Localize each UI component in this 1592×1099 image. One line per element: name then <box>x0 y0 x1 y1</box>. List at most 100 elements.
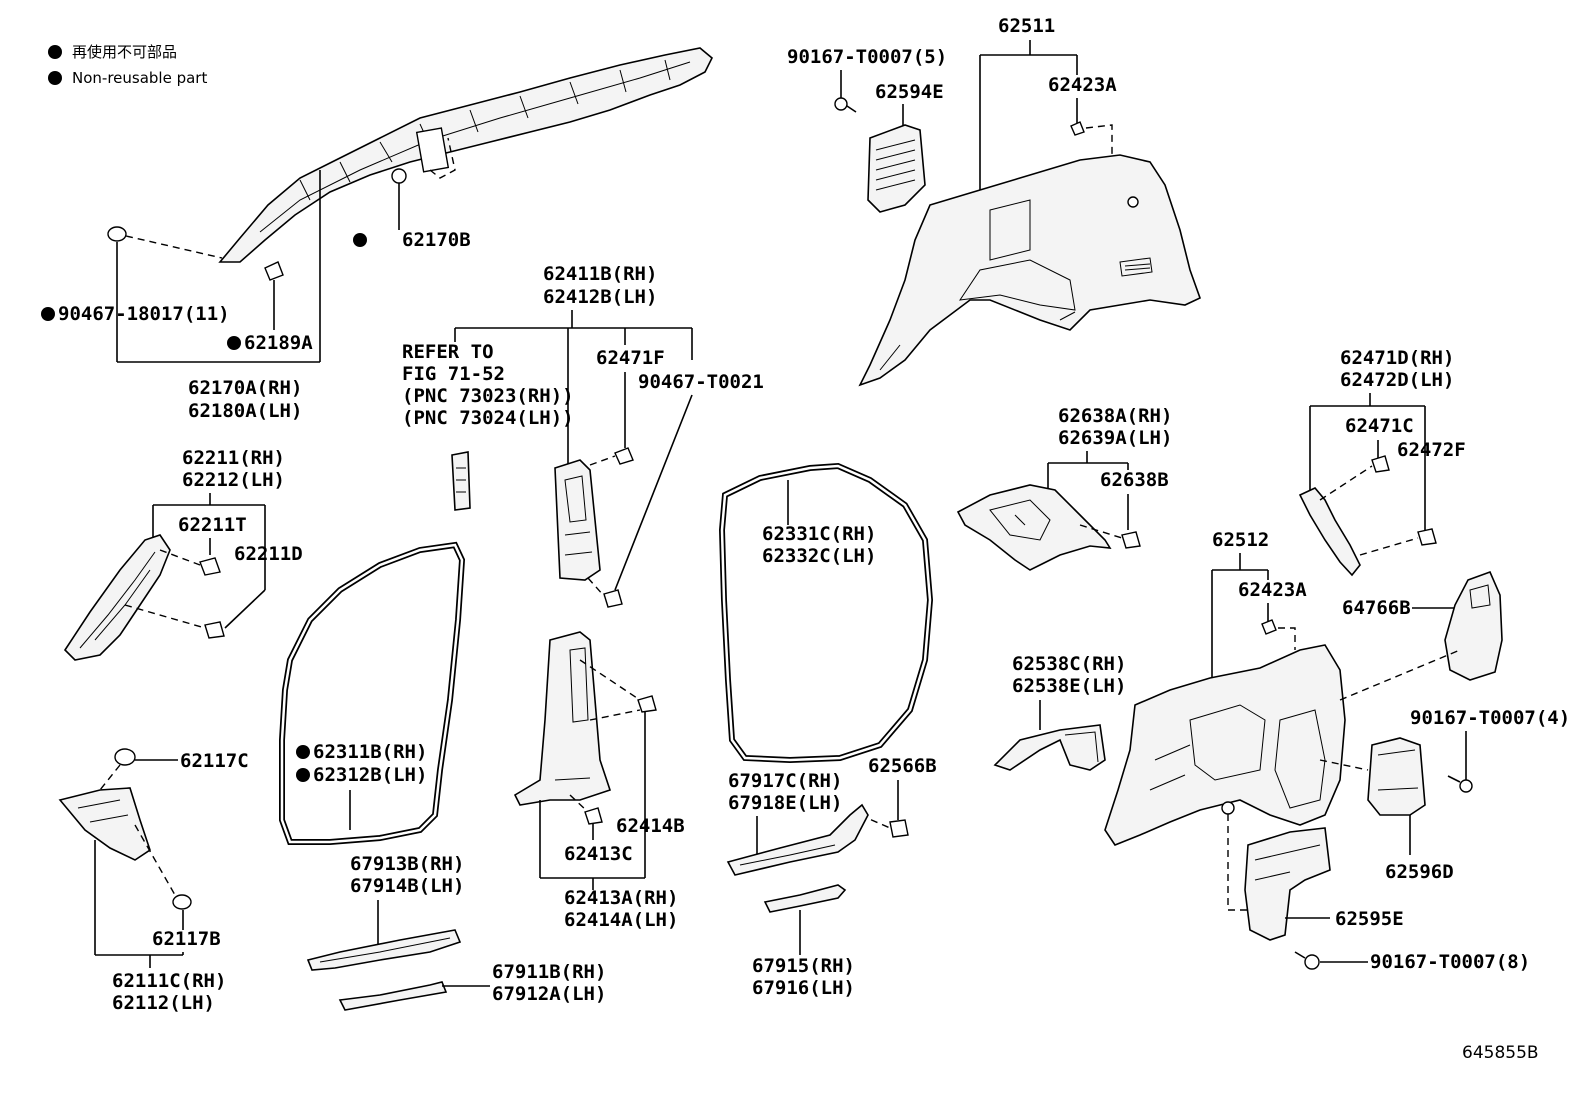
label-62311B: 62311B(RH) <box>313 741 427 763</box>
label-62512: 62512 <box>1212 529 1269 551</box>
label-67911B: 67911B(RH) <box>492 961 606 983</box>
clip-90467-18017-icon <box>107 226 127 242</box>
label-62472F: 62472F <box>1397 439 1466 461</box>
clip-90467-T0021-icon <box>603 589 623 608</box>
clip-62471F-icon <box>614 447 634 465</box>
clip-62117C-icon <box>114 748 136 766</box>
cover-64766B <box>1444 570 1503 681</box>
cover-62595E-assembly: 62595E 90167-T0007(8) <box>1244 827 1530 973</box>
label-62423A-bot: 62423A <box>1238 579 1307 601</box>
label-62189A: 62189A <box>244 332 313 354</box>
clip-62189A-icon <box>264 261 284 281</box>
label-90167-T0007-4: 90167-T0007(4) <box>1410 707 1570 729</box>
front-pillar-garnish <box>63 534 171 661</box>
label-refer-2: FIG 71-52 <box>402 363 505 385</box>
label-90167-T0007-5: 90167-T0007(5) <box>787 46 947 68</box>
front-scuff-plate-assembly: 67913B(RH) 67914B(LH) 67911B(RH) 67912A(… <box>306 853 606 1011</box>
label-62332C: 62332C(LH) <box>762 545 876 567</box>
cover-62595E <box>1244 827 1331 941</box>
screw-icon <box>834 97 848 111</box>
label-62412B: 62412B(LH) <box>543 286 657 308</box>
label-62538C: 62538C(RH) <box>1012 653 1126 675</box>
cover-62594E <box>867 124 926 213</box>
label-90167-T0007-8: 90167-T0007(8) <box>1370 951 1530 973</box>
clip-62211T-icon <box>199 557 221 576</box>
cover-62596D <box>1367 737 1426 816</box>
clip-62423A-lower-icon <box>1261 619 1277 635</box>
front-door-weatherstrip: 62311B(RH) 62312B(LH) <box>279 541 466 845</box>
label-62414A: 62414A(LH) <box>564 909 678 931</box>
legend: 再使用不可部品 Non-reusable part <box>48 43 207 87</box>
cover-62596D-assembly: 90167-T0007(4) 62596D <box>1367 707 1570 883</box>
label-62211T: 62211T <box>178 514 247 536</box>
clip-62471C-icon <box>1371 455 1390 473</box>
label-62595E: 62595E <box>1335 908 1404 930</box>
label-67915: 67915(RH) <box>752 955 855 977</box>
label-62117C: 62117C <box>180 750 249 772</box>
clip-62566B-icon <box>889 819 909 838</box>
label-62211D: 62211D <box>234 543 303 565</box>
garnish-62538C <box>993 724 1106 771</box>
clip-62566B-assembly: 62566B <box>859 755 937 838</box>
label-67913B: 67913B(RH) <box>350 853 464 875</box>
garnish-62538C-assembly: 62538C(RH) 62538E(LH) <box>993 653 1126 771</box>
clip-62117B-icon <box>172 894 192 910</box>
label-67916: 67916(LH) <box>752 977 855 999</box>
deck-trim-cover-64766B: 64766B <box>1342 570 1503 681</box>
label-62639A: 62639A(LH) <box>1058 427 1172 449</box>
clip-62170B-icon <box>391 168 407 184</box>
clip-62638B-icon <box>1121 531 1141 549</box>
label-62211: 62211(RH) <box>182 447 285 469</box>
figure-id: 645855B <box>1462 1043 1539 1063</box>
label-62471C: 62471C <box>1345 415 1414 437</box>
cowl-side-trim-assembly: 62117C 62117B 62111C(RH) 62112(LH) <box>58 748 249 1014</box>
roof-rail-part <box>218 47 713 263</box>
label-62312B: 62312B(LH) <box>313 764 427 786</box>
non-reusable-dot-icon <box>353 233 367 247</box>
non-reusable-dot-icon <box>48 71 62 85</box>
label-90467-T0021: 90467-T0021 <box>638 371 764 393</box>
label-62112: 62112(LH) <box>112 992 215 1014</box>
label-62596D: 62596D <box>1385 861 1454 883</box>
label-62411B: 62411B(RH) <box>543 263 657 285</box>
label-62538E: 62538E(LH) <box>1012 675 1126 697</box>
label-67918E: 67918E(LH) <box>728 792 842 814</box>
clip-62211D-icon <box>204 621 225 639</box>
quarter-trim-lower-panel <box>1104 644 1346 846</box>
seatbelt-adjuster-part <box>451 451 471 511</box>
label-62117B: 62117B <box>152 928 221 950</box>
non-reusable-dot-icon <box>296 745 310 759</box>
non-reusable-dot-icon <box>227 336 241 350</box>
scuff-plate-67917C <box>726 803 869 876</box>
cowl-side-trim <box>58 787 151 861</box>
label-62170A: 62170A(RH) <box>188 377 302 399</box>
label-62471F: 62471F <box>596 347 665 369</box>
screw-icon <box>1304 954 1320 970</box>
center-pillar-upper-garnish <box>554 459 601 581</box>
screw-icon <box>1459 779 1473 793</box>
back-pillar-garnish-assembly: 62471D(RH) 62472D(LH) 62471C 62472F <box>1298 347 1466 577</box>
scuff-plate-67915 <box>763 884 847 913</box>
label-refer-3: (PNC 73023(RH)) <box>402 385 574 407</box>
center-pillar-upper-assembly: 62411B(RH) 62412B(LH) REFER TO FIG 71-52… <box>402 263 764 608</box>
label-62413C: 62413C <box>564 843 633 865</box>
label-62212: 62212(LH) <box>182 469 285 491</box>
label-62423A-top: 62423A <box>1048 74 1117 96</box>
roof-side-garnish <box>956 484 1112 571</box>
quarter-trim-upper-panel <box>858 154 1201 387</box>
label-62638A: 62638A(RH) <box>1058 405 1172 427</box>
legend-line-2: Non-reusable part <box>72 69 207 87</box>
label-62111C: 62111C(RH) <box>112 970 226 992</box>
weatherstrip-62331C <box>718 462 934 764</box>
rear-door-weatherstrip: 62331C(RH) 62332C(LH) <box>718 462 934 764</box>
roof-side-garnish-assembly: 62638A(RH) 62639A(LH) 62638B <box>956 405 1172 571</box>
clip-62413C-icon <box>584 807 603 825</box>
weatherstrip-62311B <box>279 541 466 845</box>
non-reusable-dot-icon <box>296 768 310 782</box>
roof-side-rail-assembly: 62170B 90467-18017(11) 62189A 62170A(RH)… <box>41 47 713 422</box>
front-pillar-garnish-assembly: 62211(RH) 62212(LH) 62211T 62211D <box>63 447 303 661</box>
center-pillar-lower-assembly: 62414B 62413C 62413A(RH) 62414A(LH) <box>513 631 685 931</box>
quarter-trim-lower-assembly: 62512 62423A <box>1104 529 1461 911</box>
clip-62472F-icon <box>1417 528 1437 546</box>
